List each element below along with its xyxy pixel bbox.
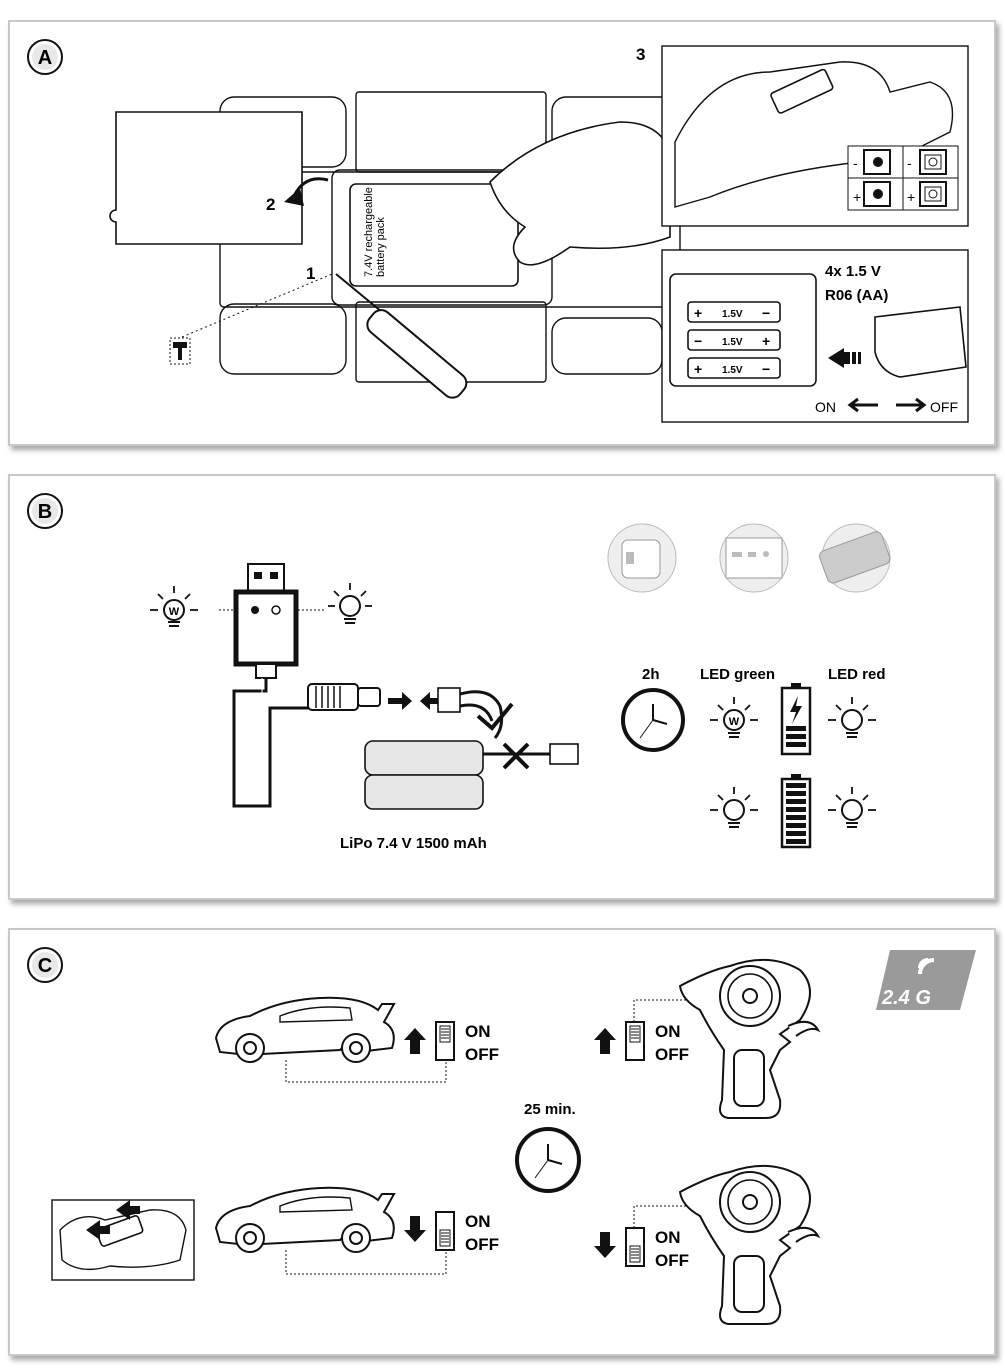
car-icon xyxy=(214,1186,396,1253)
laptop-port-icon xyxy=(719,523,789,593)
led-w-label: W xyxy=(169,606,180,618)
led-w-label-2: W xyxy=(729,716,740,728)
usb-charger-icon xyxy=(219,563,381,808)
switch-icon xyxy=(625,1021,645,1061)
switch-off-label: OFF xyxy=(930,399,958,415)
arrow-icon xyxy=(388,692,444,710)
tx-switch-on-label-2: ON xyxy=(655,1228,681,1247)
panel-a: A 2 7.4V rechargeable battery pack 1 xyxy=(8,20,996,446)
svg-text:−: − xyxy=(694,333,702,349)
switch-icon xyxy=(625,1227,645,1267)
polarity-minus-1: - xyxy=(853,155,858,171)
time-label: 25 min. xyxy=(524,1101,576,1118)
lightbulb-icon xyxy=(828,787,876,828)
badge-label: A xyxy=(38,47,52,69)
panel-b: B W xyxy=(8,474,996,900)
panel-a-illustration: A 2 7.4V rechargeable battery pack 1 xyxy=(27,39,969,423)
arrow-icon xyxy=(404,1028,426,1054)
badge-label: B xyxy=(38,501,52,523)
lightbulb-icon xyxy=(328,583,372,624)
battery-icon xyxy=(780,683,812,756)
panel-c-illustration: C 2.4 G ON OFF ON OFF 25 min. xyxy=(27,947,976,1325)
step-2-label: 2 xyxy=(266,195,275,214)
svg-text:+: + xyxy=(694,305,702,321)
cell-voltage-3: 1.5V xyxy=(722,365,743,376)
arrow-icon xyxy=(116,1200,140,1220)
section-badge-a: A xyxy=(27,39,63,75)
checkmark-icon xyxy=(476,702,514,731)
section-badge-c: C xyxy=(27,947,63,983)
clock-icon xyxy=(621,688,685,752)
unplug-inset xyxy=(51,1199,195,1281)
cross-icon xyxy=(502,742,530,770)
svg-text:+: + xyxy=(762,333,770,349)
powerbank-icon xyxy=(819,523,891,593)
switch-on-label: ON xyxy=(815,399,836,415)
battery-label-line2: battery pack xyxy=(375,217,387,277)
logo-text: 2.4 G xyxy=(881,987,931,1009)
tx-switch-off-label-2: OFF xyxy=(655,1251,689,1270)
car-switch-on-label-2: ON xyxy=(465,1212,491,1231)
battery-label-line1: 7.4V rechargeable xyxy=(363,187,375,277)
svg-text:−: − xyxy=(762,361,770,377)
car-switch-off-label: OFF xyxy=(465,1045,499,1064)
transmitter-icon xyxy=(678,958,821,1119)
svg-text:−: − xyxy=(762,305,770,321)
aa-count-label: 4x 1.5 V xyxy=(825,263,881,280)
cell-voltage-1: 1.5V xyxy=(722,309,743,320)
battery-spec-label: LiPo 7.4 V 1500 mAh xyxy=(340,835,487,852)
arrow-icon xyxy=(828,348,861,368)
polarity-table: - + - + xyxy=(847,145,959,211)
aa-type-label: R06 (AA) xyxy=(825,287,888,304)
battery-cover: 2 xyxy=(109,111,329,245)
arrow-icon xyxy=(404,1216,426,1242)
lightbulb-icon: W xyxy=(710,697,758,738)
lightbulb-icon xyxy=(828,697,876,738)
car-icon xyxy=(214,996,396,1063)
transmitter-icon xyxy=(678,1164,821,1325)
clock-icon xyxy=(515,1127,581,1193)
arrow-icon xyxy=(284,188,304,206)
polarity-plus-1: + xyxy=(853,189,861,205)
tx-switch-off-label: OFF xyxy=(655,1045,689,1064)
screwdriver-icon xyxy=(335,273,468,399)
arrow-icon xyxy=(594,1232,616,1258)
step-1-label: 1 xyxy=(306,264,315,283)
led-red-label: LED red xyxy=(828,666,886,683)
lightbulb-icon: W xyxy=(150,586,198,627)
panel-b-illustration: B W xyxy=(27,493,891,852)
car-switch-off-label-2: OFF xyxy=(465,1235,499,1254)
charge-time-label: 2h xyxy=(642,666,660,683)
svg-text:+: + xyxy=(694,361,702,377)
inset-aa-batteries: 1.5V 1.5V 1.5V + − − + + − 4x 1.5 V R06 … xyxy=(661,249,969,423)
switch-icon xyxy=(435,1021,455,1061)
lipo-battery: LiPo 7.4 V 1500 mAh xyxy=(340,702,579,852)
arrow-icon xyxy=(594,1028,616,1054)
tx-switch-on-label: ON xyxy=(655,1022,681,1041)
battery-pack: 7.4V rechargeable battery pack xyxy=(349,183,519,287)
battery-icon: 1.5V 1.5V 1.5V + − − + + − xyxy=(687,301,781,379)
car-switch-on-label: ON xyxy=(465,1022,491,1041)
led-green-label: LED green xyxy=(700,666,775,683)
hand-icon xyxy=(489,121,671,266)
cell-voltage-2: 1.5V xyxy=(722,337,743,348)
arrow-icon xyxy=(86,1220,110,1240)
panel-c: C 2.4 G ON OFF ON OFF 25 min. xyxy=(8,928,996,1356)
switch-icon xyxy=(435,1211,455,1251)
power-switch-direction: ON OFF xyxy=(815,397,958,415)
battery-icon xyxy=(780,774,812,849)
lightbulb-icon xyxy=(710,787,758,828)
polarity-plus-2: + xyxy=(907,189,915,205)
section-badge-b: B xyxy=(27,493,63,529)
polarity-minus-2: - xyxy=(907,155,912,171)
step-3-label: 3 xyxy=(636,45,645,64)
screw-icon xyxy=(169,273,333,365)
inset-connector: - + - + xyxy=(661,45,969,227)
badge-label: C xyxy=(38,955,52,977)
wall-adapter-icon xyxy=(607,523,677,593)
wireless-logo-icon: 2.4 G xyxy=(876,950,976,1010)
